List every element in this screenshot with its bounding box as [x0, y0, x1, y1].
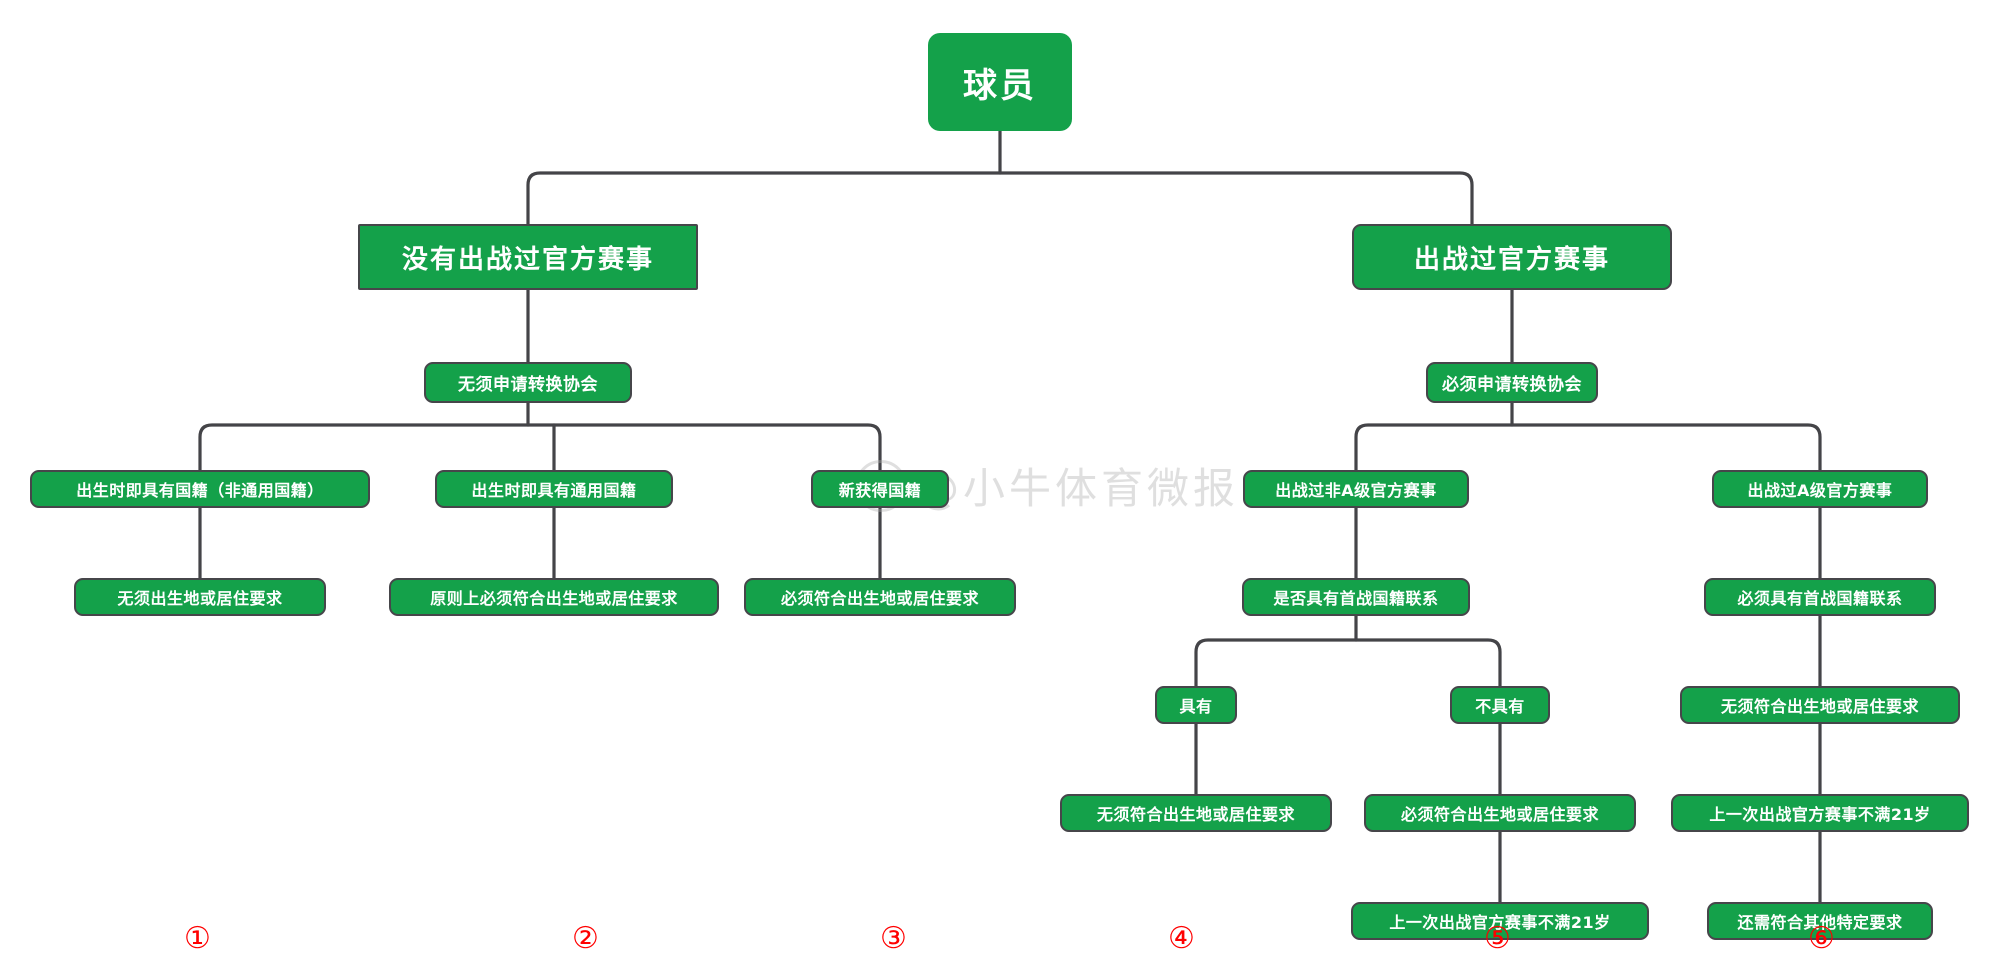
- node-last-match-under-21-right[interactable]: 上一次出战官方赛事不满21岁: [1671, 794, 1969, 832]
- node-in-principle-must-meet-birthplace-or-residency[interactable]: 原则上必须符合出生地或居住要求: [389, 578, 719, 616]
- marker-6: ⑥: [1808, 921, 1835, 956]
- node-link-yes[interactable]: 具有: [1155, 686, 1237, 724]
- marker-5: ⑤: [1484, 921, 1511, 956]
- edge-question-split: [1194, 638, 1502, 688]
- node-right-association-required[interactable]: 必须申请转换协会: [1426, 362, 1598, 403]
- node-no-birthplace-or-residency-requirement[interactable]: 无须出生地或居住要求: [74, 578, 326, 616]
- node-has-first-match-nationality-link-question[interactable]: 是否具有首战国籍联系: [1242, 578, 1470, 616]
- node-root[interactable]: 球员: [928, 33, 1072, 131]
- watermark-text: @小牛体育微报: [917, 464, 1240, 513]
- node-played-non-a-level-match[interactable]: 出战过非A级官方赛事: [1243, 470, 1469, 508]
- node-newly-acquired-nationality[interactable]: 新获得国籍: [811, 470, 949, 508]
- node-other-specific-requirements[interactable]: 还需符合其他特定要求: [1707, 902, 1933, 940]
- edge-leftassoc-split: [198, 423, 882, 472]
- marker-1: ①: [184, 921, 211, 956]
- node-nationality-at-birth-non-common[interactable]: 出生时即具有国籍（非通用国籍）: [30, 470, 370, 508]
- node-yes-no-birthplace-requirement[interactable]: 无须符合出生地或居住要求: [1060, 794, 1332, 832]
- node-common-nationality-at-birth[interactable]: 出生时即具有通用国籍: [435, 470, 673, 508]
- marker-3: ③: [880, 921, 907, 956]
- marker-2: ②: [572, 921, 599, 956]
- node-branch-played-official-match[interactable]: 出战过官方赛事: [1352, 224, 1672, 290]
- node-no-birthplace-or-residency-required-right[interactable]: 无须符合出生地或居住要求: [1680, 686, 1960, 724]
- edge-root-split: [526, 171, 1474, 226]
- node-branch-no-official-match[interactable]: 没有出战过官方赛事: [358, 224, 698, 290]
- marker-4: ④: [1168, 921, 1195, 956]
- node-link-no[interactable]: 不具有: [1450, 686, 1550, 724]
- node-no-must-meet-birthplace-requirement[interactable]: 必须符合出生地或居住要求: [1364, 794, 1636, 832]
- node-must-meet-birthplace-or-residency-left[interactable]: 必须符合出生地或居住要求: [744, 578, 1016, 616]
- node-left-no-association-needed[interactable]: 无须申请转换协会: [424, 362, 632, 403]
- node-must-have-first-match-nationality-link[interactable]: 必须具有首战国籍联系: [1704, 578, 1936, 616]
- edge-rightassoc-split: [1354, 423, 1822, 472]
- node-played-a-level-match[interactable]: 出战过A级官方赛事: [1712, 470, 1928, 508]
